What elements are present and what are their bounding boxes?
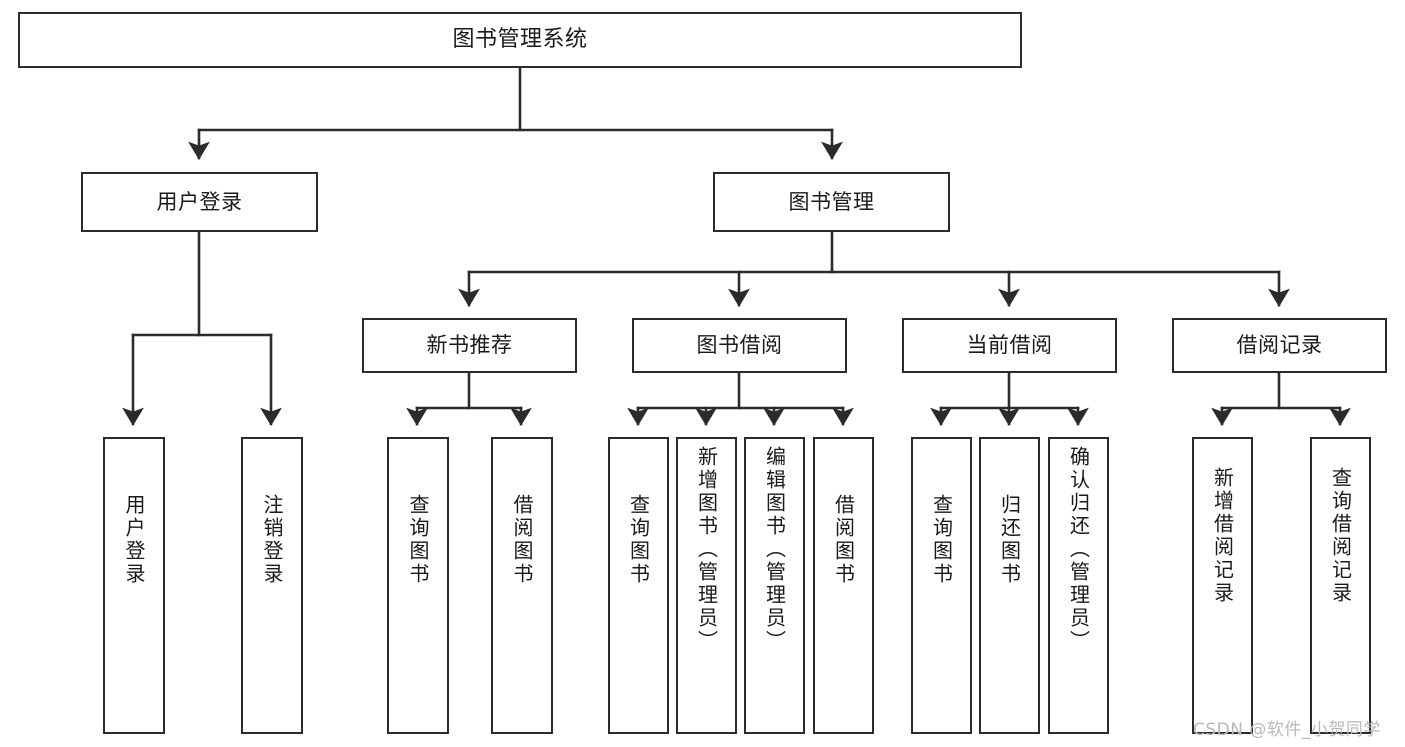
leaf-confirm-return-label: 确认归还（管理员） [1066,446,1091,653]
leaf-edit-book-label: 编辑图书（管理员） [762,446,787,653]
leaf-query-book-2-label: 查询图书 [626,494,651,586]
leaf-logout[interactable]: 注销登录 [241,437,303,734]
leaf-return-book-label: 归还图书 [997,494,1022,586]
node-book-borrow[interactable]: 图书借阅 [632,318,847,373]
node-root[interactable]: 图书管理系统 [18,12,1022,68]
node-user-login-label: 用户登录 [156,189,243,214]
node-book-manage-label: 图书管理 [788,189,875,214]
node-new-book-rec-label: 新书推荐 [426,333,513,358]
leaf-query-book-3[interactable]: 查询图书 [911,437,972,734]
node-current-borrow-label: 当前借阅 [966,333,1053,358]
leaf-borrow-book-2[interactable]: 借阅图书 [813,437,874,734]
node-borrow-record[interactable]: 借阅记录 [1172,318,1387,373]
leaf-add-record-label: 新增借阅记录 [1210,467,1235,605]
csdn-watermark: CSDN @软件_小贺同学 [1193,720,1381,740]
leaf-query-book-2[interactable]: 查询图书 [608,437,669,734]
leaf-logout-label: 注销登录 [260,494,284,586]
node-book-manage[interactable]: 图书管理 [713,172,950,232]
leaf-query-record[interactable]: 查询借阅记录 [1310,437,1371,734]
leaf-confirm-return[interactable]: 确认归还（管理员） [1048,437,1109,734]
leaf-borrow-book-2-label: 借阅图书 [831,494,856,586]
leaf-edit-book[interactable]: 编辑图书（管理员） [744,437,805,734]
leaf-user-login-label: 用户登录 [122,494,146,586]
leaf-return-book[interactable]: 归还图书 [979,437,1040,734]
leaf-add-record[interactable]: 新增借阅记录 [1192,437,1253,734]
node-book-borrow-label: 图书借阅 [696,333,783,358]
node-new-book-rec[interactable]: 新书推荐 [362,318,577,373]
node-root-label: 图书管理系统 [452,27,588,53]
leaf-borrow-book-1-label: 借阅图书 [510,494,534,586]
leaf-query-book-1-label: 查询图书 [406,494,430,586]
node-current-borrow[interactable]: 当前借阅 [902,318,1117,373]
node-user-login[interactable]: 用户登录 [81,172,318,232]
leaf-query-book-3-label: 查询图书 [929,494,954,586]
leaf-user-login[interactable]: 用户登录 [103,437,165,734]
leaf-add-book[interactable]: 新增图书（管理员） [676,437,737,734]
leaf-query-book-1[interactable]: 查询图书 [387,437,449,734]
leaf-query-record-label: 查询借阅记录 [1328,467,1353,605]
node-borrow-record-label: 借阅记录 [1236,333,1323,358]
leaf-borrow-book-1[interactable]: 借阅图书 [491,437,553,734]
leaf-add-book-label: 新增图书（管理员） [694,446,719,653]
